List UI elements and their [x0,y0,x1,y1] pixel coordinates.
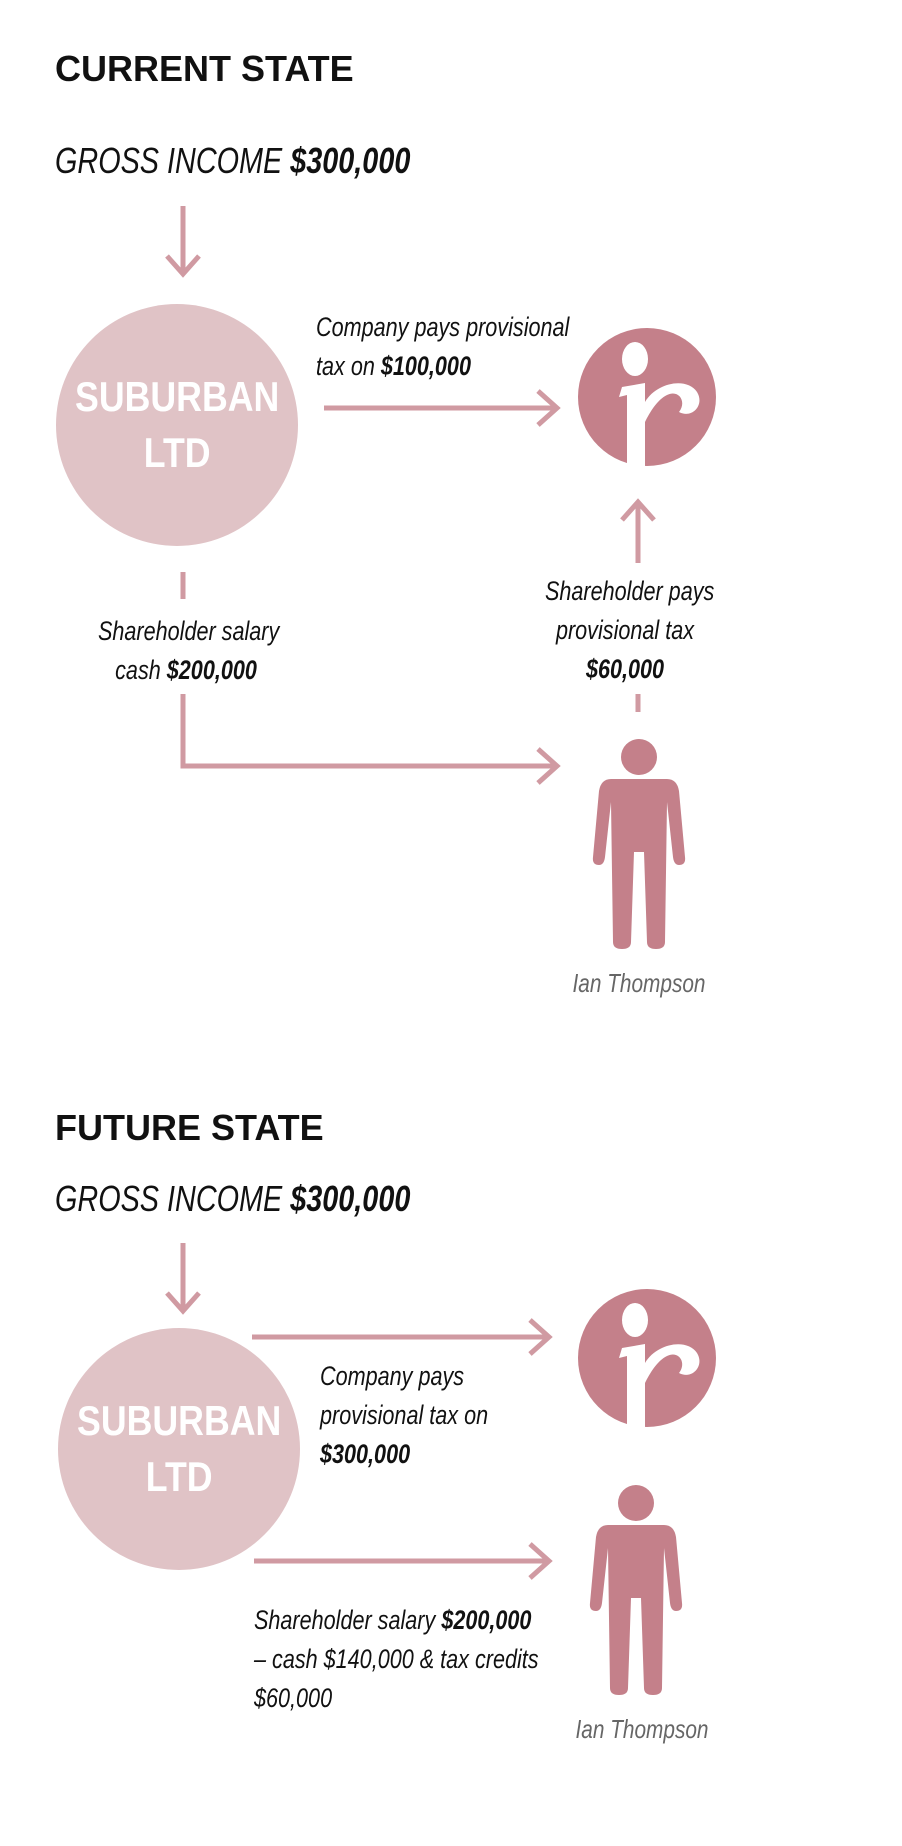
company-name-line2: LTD [143,429,211,476]
company-name-line1: SUBURBAN [74,373,280,420]
company-circle: SUBURBAN LTD [58,1328,300,1570]
person-icon [589,1485,683,1695]
person-icon [592,739,686,949]
current-state-heading: CURRENT STATE [55,48,354,89]
future-gross-income: GROSS INCOME $300,000 [55,1178,411,1219]
shareholder-tax-label: Shareholder pays provisional tax $60,000 [545,576,715,684]
current-gross-income: GROSS INCOME $300,000 [55,140,411,181]
current-company-tax-label: Company pays provisional tax on $100,000 [316,312,570,381]
ird-logo-icon [578,1289,716,1427]
future-state-heading: FUTURE STATE [55,1107,324,1148]
company-name-line1: SUBURBAN [76,1397,282,1444]
ird-logo-icon [578,328,716,466]
person-name: Ian Thompson [575,1714,709,1744]
future-company-tax-label: Company pays provisional tax on $300,000 [320,1361,489,1469]
company-name-line2: LTD [145,1453,213,1500]
company-circle: SUBURBAN LTD [56,304,298,546]
person-name: Ian Thompson [572,968,706,998]
future-salary-label: Shareholder salary $200,000 – cash $140,… [254,1605,539,1713]
current-salary-label: Shareholder salary cash $200,000 [98,616,280,685]
